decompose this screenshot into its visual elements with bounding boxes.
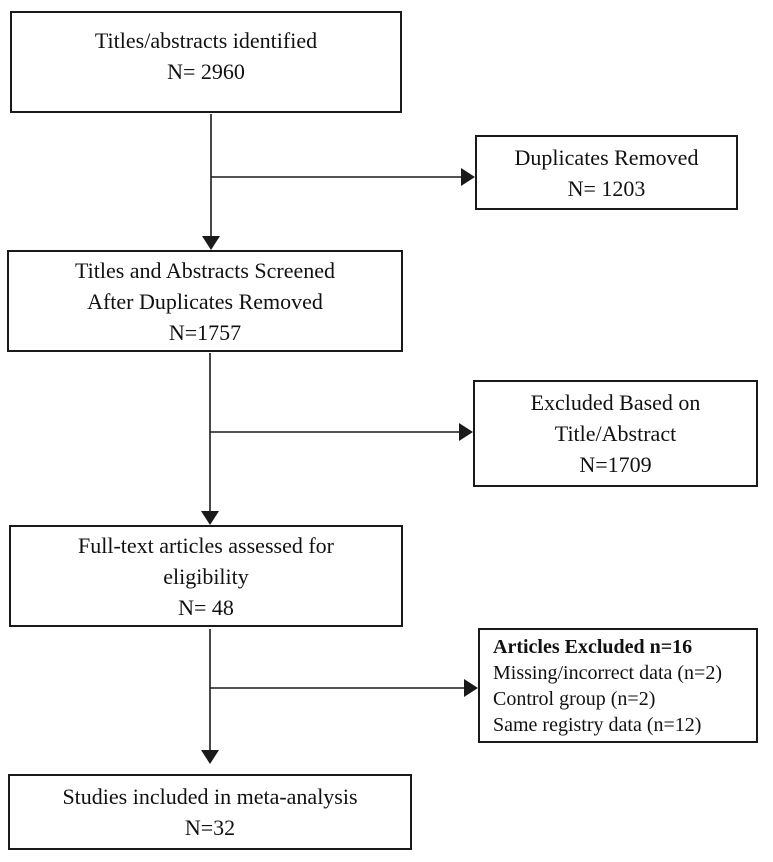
flow-box-titles-abstracts-identified: Titles/abstracts identified N= 2960 [10,11,402,113]
box-text-line: Title/Abstract [554,421,677,446]
flow-box-titles-abstracts-screened: Titles and Abstracts Screened After Dupl… [7,250,403,352]
box-text-line: eligibility [163,563,249,589]
box-text-line: Excluded Based on [530,390,701,415]
box-text-line: Duplicates Removed [514,144,699,170]
arrowhead-right-to-articles-excluded [464,679,478,697]
exclusion-reason: Missing/incorrect data (n=2) [493,661,722,684]
flow-box-excluded-title-abstract: Excluded Based on Title/Abstract N=1709 [473,380,758,487]
box-count: N=1709 [579,452,652,477]
box-text-line: Full-text articles assessed for [78,532,334,558]
exclusion-reason: Same registry data (n=12) [493,713,702,736]
box-count: N= 1203 [567,175,646,201]
flow-box-duplicates-removed: Duplicates Removed N= 1203 [475,135,738,210]
flow-box-fulltext-assessed: Full-text articles assessed for eligibil… [9,525,403,627]
arrowhead-right-to-duplicates [461,168,475,186]
box-text-line: After Duplicates Removed [87,288,323,314]
exclusion-reason: Control group (n=2) [493,687,656,710]
box-text-line: Titles and Abstracts Screened [74,257,336,283]
arrowhead-down-to-included [201,750,219,764]
arrowhead-down-to-fulltext [201,511,219,525]
box-count: N=1757 [168,319,242,345]
box-count: N= 48 [178,594,234,620]
flow-box-articles-excluded: Articles Excluded n=16 Missing/incorrect… [478,628,758,743]
arrowhead-down-to-screened [202,236,220,250]
box-text-line: Studies included in meta-analysis [62,784,358,809]
box-count: N= 2960 [167,59,245,84]
flow-box-studies-included: Studies included in meta-analysis N=32 [8,774,412,850]
arrowhead-right-to-excluded [459,423,473,441]
box-count: N=32 [184,815,236,840]
box-heading: Articles Excluded n=16 [493,635,693,658]
box-text-line: Titles/abstracts identified [94,28,318,53]
